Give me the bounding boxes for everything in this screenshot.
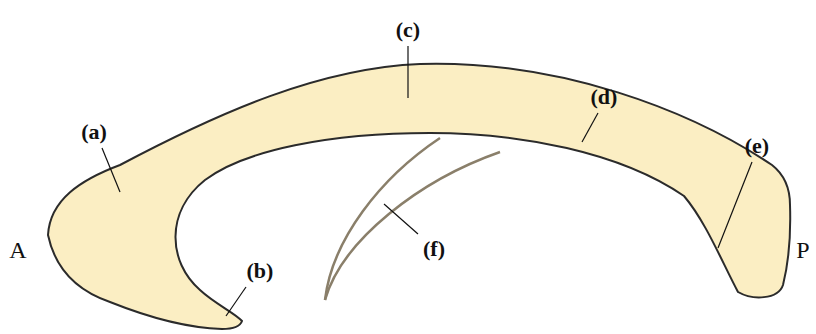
callout-letter: (b) [247, 260, 274, 282]
callout-letter: (d) [591, 86, 618, 108]
callout-letter: (e) [745, 135, 769, 157]
leader-line [582, 113, 598, 142]
leader-line [407, 46, 408, 98]
fornix-outline [325, 152, 500, 300]
leader-line [718, 162, 752, 248]
leader-line [226, 287, 246, 316]
corpus-callosum-outline [48, 64, 790, 329]
callout-letter: (a) [81, 121, 107, 143]
callout-letter: (c) [396, 19, 420, 41]
direction-letter: P [796, 238, 809, 262]
leader-line [384, 204, 418, 234]
callout-letter: (f) [423, 238, 445, 260]
direction-letter: A [9, 238, 26, 262]
leader-line [102, 148, 120, 192]
